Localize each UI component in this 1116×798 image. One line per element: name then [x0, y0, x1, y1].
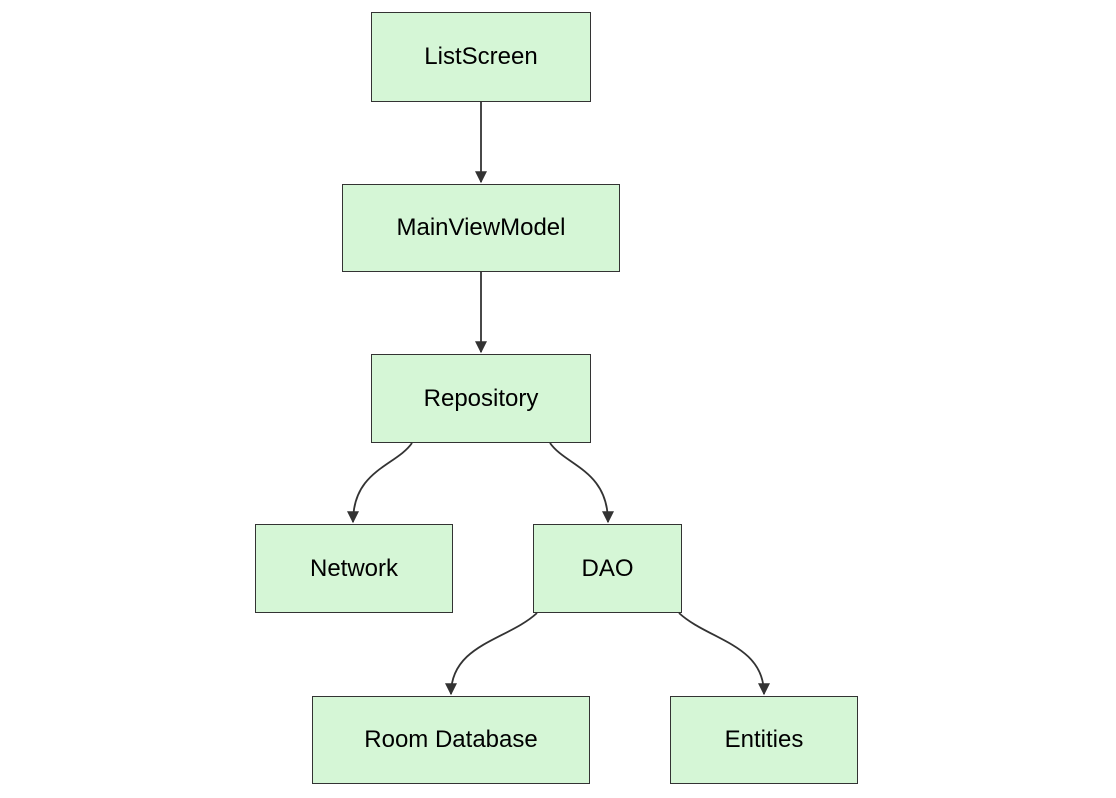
node-label: Room Database [364, 726, 538, 753]
node-entities: Entities [670, 696, 858, 784]
edge-repository-dao [549, 442, 614, 524]
node-roomdatabase: Room Database [312, 696, 590, 784]
node-listscreen: ListScreen [371, 12, 591, 102]
node-label: Entities [724, 726, 804, 753]
node-label: DAO [581, 554, 634, 582]
node-label: ListScreen [424, 43, 538, 70]
node-label: Network [309, 554, 399, 582]
edge-dao-entities [678, 612, 770, 696]
node-dao: DAO [533, 524, 682, 613]
edge-dao-roomdatabase [445, 612, 538, 696]
node-mainviewmodel: MainViewModel [342, 184, 620, 272]
node-repository: Repository [371, 354, 591, 443]
node-network: Network [255, 524, 453, 613]
edge-repository-network [347, 442, 413, 524]
node-label: Repository [423, 384, 539, 412]
node-label: MainViewModel [396, 214, 566, 241]
